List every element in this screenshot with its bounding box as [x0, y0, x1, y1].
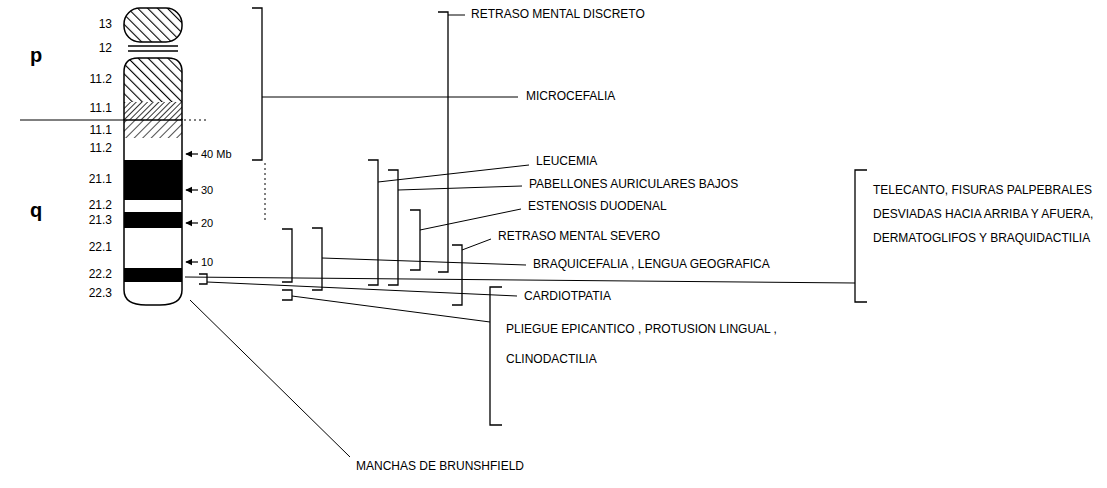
- arm-label: q: [30, 199, 42, 222]
- band-q21-3: [120, 212, 186, 228]
- band-label: 11.2: [90, 142, 112, 156]
- band-label: 13: [99, 18, 112, 32]
- phenotype-label: BRAQUICEFALIA , LENGUA GEOGRAFICA: [532, 258, 771, 272]
- scale-mark: 10: [201, 256, 213, 269]
- group-bracket: [855, 170, 867, 302]
- band-q22-2: [120, 268, 186, 282]
- scale-arrow: [186, 189, 198, 190]
- phenotype-label: MANCHAS DE BRUNSHFIELD: [355, 460, 525, 474]
- scale-arrow: [186, 261, 198, 262]
- band-label: 22.1: [89, 241, 112, 255]
- centromere-dots: [184, 120, 206, 121]
- stalk-line: [128, 45, 178, 47]
- stalk-line: [128, 50, 178, 52]
- region-bracket: [252, 8, 262, 160]
- region-bracket: [199, 274, 207, 284]
- region-bracket: [438, 12, 448, 272]
- phenotype-label: TELECANTO, FISURAS PALPEBRALES DESVIADAS…: [872, 178, 1102, 250]
- band-p13: [124, 8, 182, 42]
- phenotype-label: PLIEGUE EPICANTICO , PROTUSION LINGUAL ,…: [505, 314, 837, 374]
- scale-arrow: [186, 222, 198, 223]
- band-label: 11.1: [90, 102, 112, 116]
- leader-line: [262, 97, 518, 98]
- leader-line: [190, 300, 350, 457]
- leader-line: [322, 258, 526, 265]
- scale-mark: 30: [201, 184, 213, 197]
- group-bracket: [490, 287, 502, 425]
- arm-outline: [124, 58, 182, 120]
- band-label: 21.3: [89, 214, 112, 228]
- chromosome-ideogram: [120, 8, 186, 308]
- leader-line: [185, 277, 855, 283]
- region-bracket: [368, 160, 378, 285]
- band-label: 12: [99, 42, 112, 56]
- band-q21-2: [120, 200, 186, 212]
- band-label: 22.2: [89, 268, 112, 282]
- leader-line: [420, 209, 521, 230]
- phenotype-label: CARDIOTPATIA: [523, 290, 612, 304]
- leader-line: [448, 15, 465, 16]
- band-q21-1: [120, 160, 186, 200]
- centromere-line: [20, 120, 124, 121]
- band-q11-2: [120, 138, 186, 160]
- band-q22-3: [120, 282, 186, 308]
- scale-mark: 40 Mb: [201, 148, 232, 161]
- band-label: 11.1: [90, 124, 112, 138]
- phenotype-label: RETRASO MENTAL SEVERO: [497, 230, 661, 244]
- band-label: 21.1: [89, 173, 112, 187]
- band-q22-1: [120, 228, 186, 268]
- dotted-extent: [265, 163, 266, 222]
- band-label: 22.3: [89, 287, 112, 301]
- region-bracket: [388, 170, 398, 285]
- region-bracket: [312, 228, 322, 290]
- phenotype-label: MICROCEFALIA: [525, 90, 616, 104]
- phenotype-label: PABELLONES AURICULARES BAJOS: [528, 178, 739, 192]
- leader-line: [398, 186, 522, 190]
- arm-label: p: [30, 44, 42, 67]
- leader-line: [462, 239, 491, 250]
- band-label: 11.2: [90, 73, 112, 87]
- arm-outline: [124, 120, 182, 305]
- leader-line: [207, 282, 517, 296]
- band-label: 21.2: [89, 199, 112, 213]
- phenotype-label: RETRASO MENTAL DISCRETO: [470, 8, 646, 22]
- scale-arrow: [186, 153, 198, 154]
- band-p11-1: [120, 102, 186, 120]
- phenotype-label: LEUCEMIA: [535, 155, 598, 169]
- band-q11-1: [120, 120, 186, 138]
- phenotype-label: ESTENOSIS DUODENAL: [527, 200, 668, 214]
- region-bracket: [282, 290, 292, 300]
- leader-line: [378, 165, 529, 182]
- band-p11-2: [120, 56, 186, 102]
- leader-line: [292, 296, 490, 322]
- region-bracket: [282, 229, 292, 282]
- scale-mark: 20: [201, 217, 213, 230]
- region-bracket: [452, 245, 462, 305]
